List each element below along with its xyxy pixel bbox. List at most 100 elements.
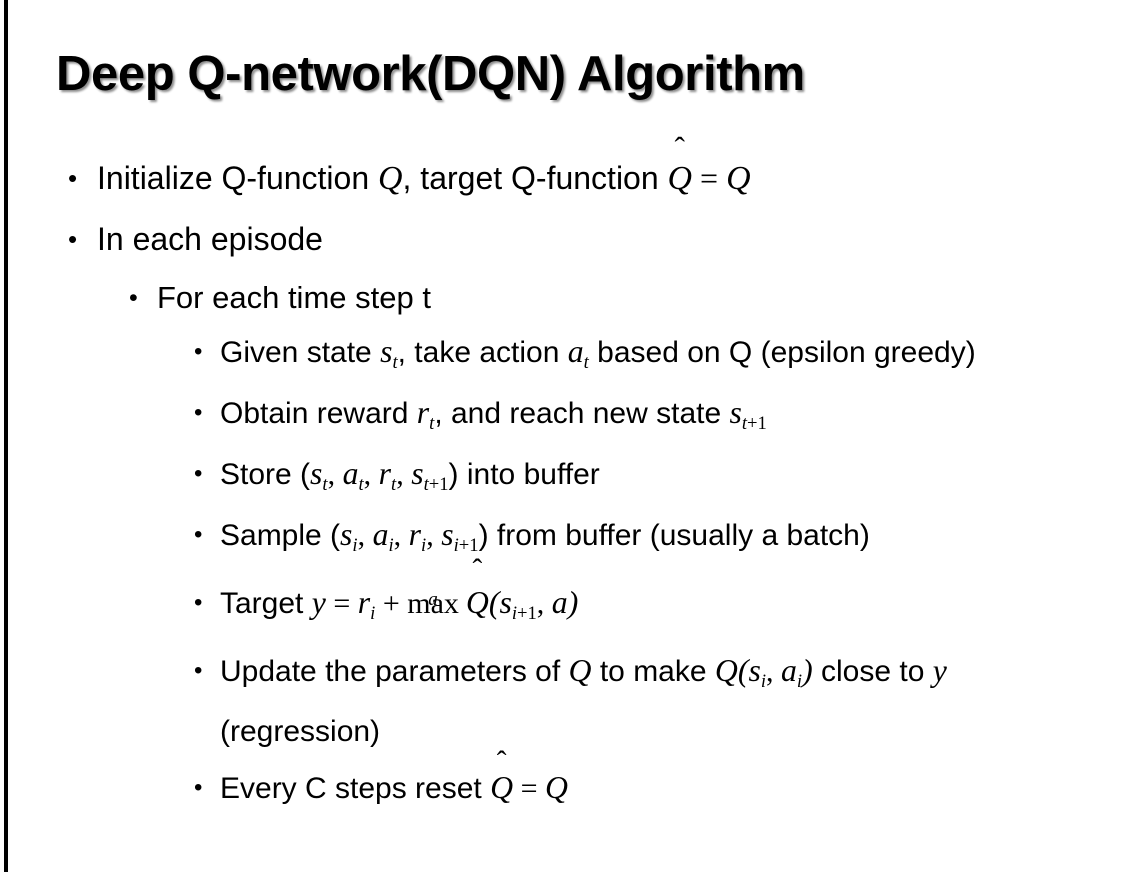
text-run: ) from buffer (usually a batch) [478, 518, 870, 552]
subscript-plus-one: +1 [428, 473, 449, 495]
math-subscript: i [421, 534, 427, 556]
text-run: based on Q (epsilon greedy) [588, 336, 976, 369]
bullet-marker: • [194, 520, 203, 548]
comma: , [357, 518, 373, 552]
math-var-s: s [310, 455, 323, 491]
comma: , [766, 654, 781, 688]
bullet-update-parameters: • Update the parameters of Q to make Q(s… [0, 646, 1124, 757]
text-run: , target Q-function [402, 160, 668, 196]
math-var-a: a [342, 455, 359, 491]
math-var-s2: s [411, 455, 424, 491]
bullet-list: • Initialize Q-function Q, target Q-func… [0, 148, 1124, 814]
bullet-time-step-text: For each time step t [157, 280, 431, 315]
bullet-target: • Target y = ri + maxâQ(si+1, a) [0, 571, 1124, 646]
math-subscript: i [388, 534, 394, 556]
math-subscript: t [358, 473, 364, 495]
bullet-marker: • [194, 459, 203, 487]
bullet-time-step: • For each time step t [0, 269, 1124, 327]
text-run: Store ( [220, 457, 311, 491]
bullet-target-text: Target y = ri + maxâQ(si+1, a) [220, 571, 1104, 646]
bullet-store: • Store (st, at, rt, st+1) into buffer [0, 449, 1124, 510]
math-var-q2: Q [726, 160, 751, 197]
text-run: Obtain reward [220, 396, 417, 430]
bullet-marker: • [194, 398, 203, 426]
comma: , [536, 586, 552, 620]
math-var-y: y [932, 652, 947, 688]
bullet-store-text: Store (st, at, rt, st+1) into buffer [220, 449, 1104, 510]
bullet-given-state-text: Given state st, take action at based on … [220, 327, 1104, 388]
math-subscript: i+1 [454, 535, 479, 556]
bullet-given-state: • Given state st, take action at based o… [0, 327, 1124, 388]
paren-open: ( [737, 652, 749, 688]
math-var-s: s [380, 334, 393, 369]
math-var-s2: s [441, 516, 454, 552]
text-run: Target [220, 586, 312, 620]
max-label: max [407, 586, 459, 620]
math-var-a: a [372, 516, 389, 552]
text-run: Given state [220, 336, 381, 369]
bullet-initialize-text: Initialize Q-function Q, target Q-functi… [97, 148, 1124, 209]
text-run: close to [812, 654, 933, 688]
text-run: Every C steps reset [220, 771, 491, 805]
text-run: Initialize Q-function [97, 160, 379, 196]
bullet-marker: • [68, 224, 78, 254]
math-var-a: a [781, 652, 797, 688]
math-subscript: i [796, 670, 803, 692]
bullet-reset-target-network-text: Every C steps reset ̂Q = Q [220, 763, 1104, 814]
math-subscript: t+1 [424, 474, 449, 495]
text-run: , take action [397, 336, 568, 369]
text-run: Update the parameters of [220, 654, 569, 688]
math-var-y: y [311, 584, 326, 620]
math-var-q: Q [568, 652, 592, 688]
math-subscript: t [392, 351, 398, 373]
comma: , [396, 457, 412, 491]
math-var-s: s [499, 584, 512, 620]
comma: , [426, 518, 442, 552]
math-var-s: s [340, 516, 353, 552]
bullet-reset-target-network: • Every C steps reset ̂Q = Q [0, 763, 1124, 814]
bullet-marker: • [194, 588, 203, 616]
math-subscript: t [322, 473, 328, 495]
math-subscript: t [429, 412, 435, 434]
comma: , [393, 518, 409, 552]
math-var-r: r [416, 394, 430, 430]
math-var-r: r [378, 455, 392, 491]
math-var-q2: Q [714, 652, 738, 688]
subscript-var: t [741, 412, 748, 434]
comma: , [327, 457, 343, 491]
bullet-initialize: • Initialize Q-function Q, target Q-func… [0, 148, 1124, 209]
math-subscript: i [760, 670, 766, 692]
math-var-q: Q [378, 160, 403, 197]
math-var-a: a [567, 334, 584, 369]
math-var-s: s [729, 394, 742, 430]
text-run: , and reach new state [434, 396, 730, 430]
bullet-sample-text: Sample (si, ai, ri, si+1) from buffer (u… [220, 510, 1104, 571]
paren-close: ) [802, 652, 813, 688]
math-subscript: t [391, 473, 397, 495]
math-subscript: i [352, 534, 358, 556]
page-title: Deep Q-network(DQN) Algorithm [56, 47, 805, 101]
bullet-each-episode: • In each episode [0, 209, 1124, 269]
math-var: Q [667, 160, 693, 197]
subscript-plus-one: +1 [458, 534, 479, 556]
text-run: (regression) [220, 714, 381, 748]
subscript-plus-one: +1 [516, 602, 537, 624]
left-edge-rule [4, 0, 8, 872]
math-q-hat: ̂Q [466, 571, 489, 635]
bullet-sample: • Sample (si, ai, ri, si+1) from buffer … [0, 510, 1124, 571]
paren-open: ( [488, 584, 500, 620]
paren-close: ) [567, 584, 579, 620]
bullet-marker: • [194, 773, 203, 801]
text-run: ) into buffer [448, 457, 600, 491]
bullet-each-episode-text: In each episode [97, 221, 323, 257]
text-run: Sample ( [220, 518, 341, 552]
math-var: Q [465, 584, 489, 620]
math-var: Q [490, 769, 514, 805]
bullet-update-parameters-text: Update the parameters of Q to make Q(si,… [220, 646, 1104, 757]
math-var-r: r [357, 584, 371, 620]
equals-operator: = [325, 586, 358, 620]
subscript-var: t [423, 473, 429, 495]
math-subscript: t+1 [742, 413, 767, 434]
bullet-marker: • [194, 656, 203, 684]
